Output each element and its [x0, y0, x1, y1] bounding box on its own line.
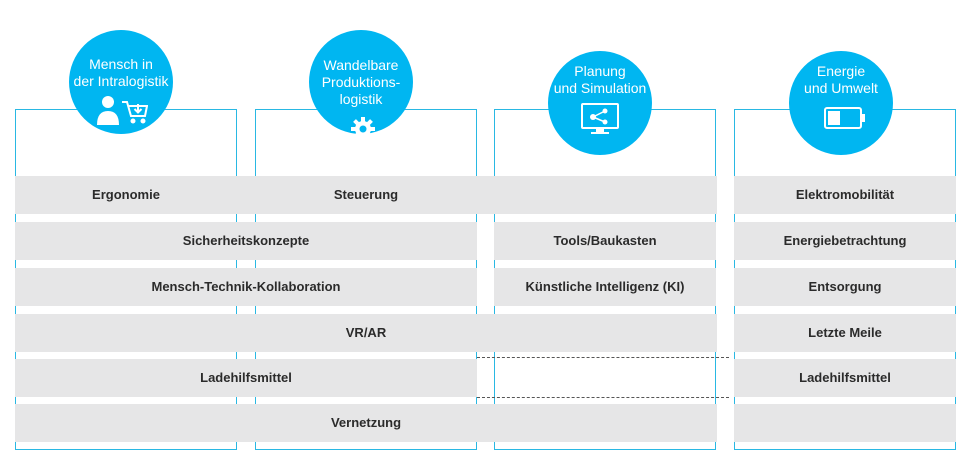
band-row-3-mid [494, 268, 716, 306]
circle-planung-simulation: Planung und Simulation [548, 51, 652, 155]
circle-mensch-intralogistik: Mensch in der Intralogistik [69, 30, 173, 134]
band-row-3-left [15, 268, 477, 306]
label-tools-baukasten: Tools/Baukasten [553, 233, 657, 248]
band-row-1-left [15, 176, 717, 214]
circle-wandelbare-produktionslogistik: Wandelbare Produktions- logistik [309, 30, 413, 141]
circle-energie-umwelt: Energie und Umwelt [789, 51, 893, 155]
circle-title-mensch: Mensch in der Intralogistik [73, 56, 169, 89]
band-row-4-right [734, 314, 956, 352]
label-kuenstliche-intelligenz: Künstliche Intelligenz (KI) [525, 279, 685, 294]
label-sicherheitskonzepte: Sicherheitskonzepte [182, 233, 310, 248]
dashed-line-top [477, 357, 729, 358]
band-row-2-left [15, 222, 477, 260]
label-letzte-meile: Letzte Meile [808, 325, 882, 340]
label-vr-ar: VR/AR [345, 325, 387, 340]
band-row-6-right [734, 404, 956, 442]
band-row-5-right [734, 359, 956, 397]
label-steuerung: Steuerung [333, 187, 399, 202]
label-energiebetrachtung: Energiebetrachtung [783, 233, 907, 248]
battery-icon [824, 107, 865, 129]
band-row-6-left [15, 404, 717, 442]
label-ladehilfsmittel-left: Ladehilfsmittel [200, 370, 292, 385]
label-entsorgung: Entsorgung [808, 279, 882, 294]
band-row-3-right [734, 268, 956, 306]
label-ladehilfsmittel-right: Ladehilfsmittel [799, 370, 891, 385]
circle-title-planung: Planung und Simulation [553, 63, 647, 96]
band-row-1-right [734, 176, 956, 214]
label-vernetzung: Vernetzung [330, 415, 402, 430]
band-row-5-left [15, 359, 477, 397]
label-elektromobilitaet: Elektromobilität [795, 187, 895, 202]
label-ergonomie: Ergonomie [92, 187, 160, 202]
label-mensch-technik-kollaboration: Mensch-Technik-Kollaboration [151, 279, 341, 294]
band-row-4-left [15, 314, 717, 352]
monitor-network-icon [581, 103, 619, 134]
dashed-line-bottom [477, 397, 729, 398]
band-row-2-mid [494, 222, 716, 260]
band-row-2-right [734, 222, 956, 260]
circle-title-energie: Energie und Umwelt [804, 63, 878, 96]
gear-icon [351, 117, 375, 141]
circle-title-wandelbar: Wandelbare Produktions- logistik [321, 57, 401, 107]
person-cart-icon [97, 96, 148, 125]
